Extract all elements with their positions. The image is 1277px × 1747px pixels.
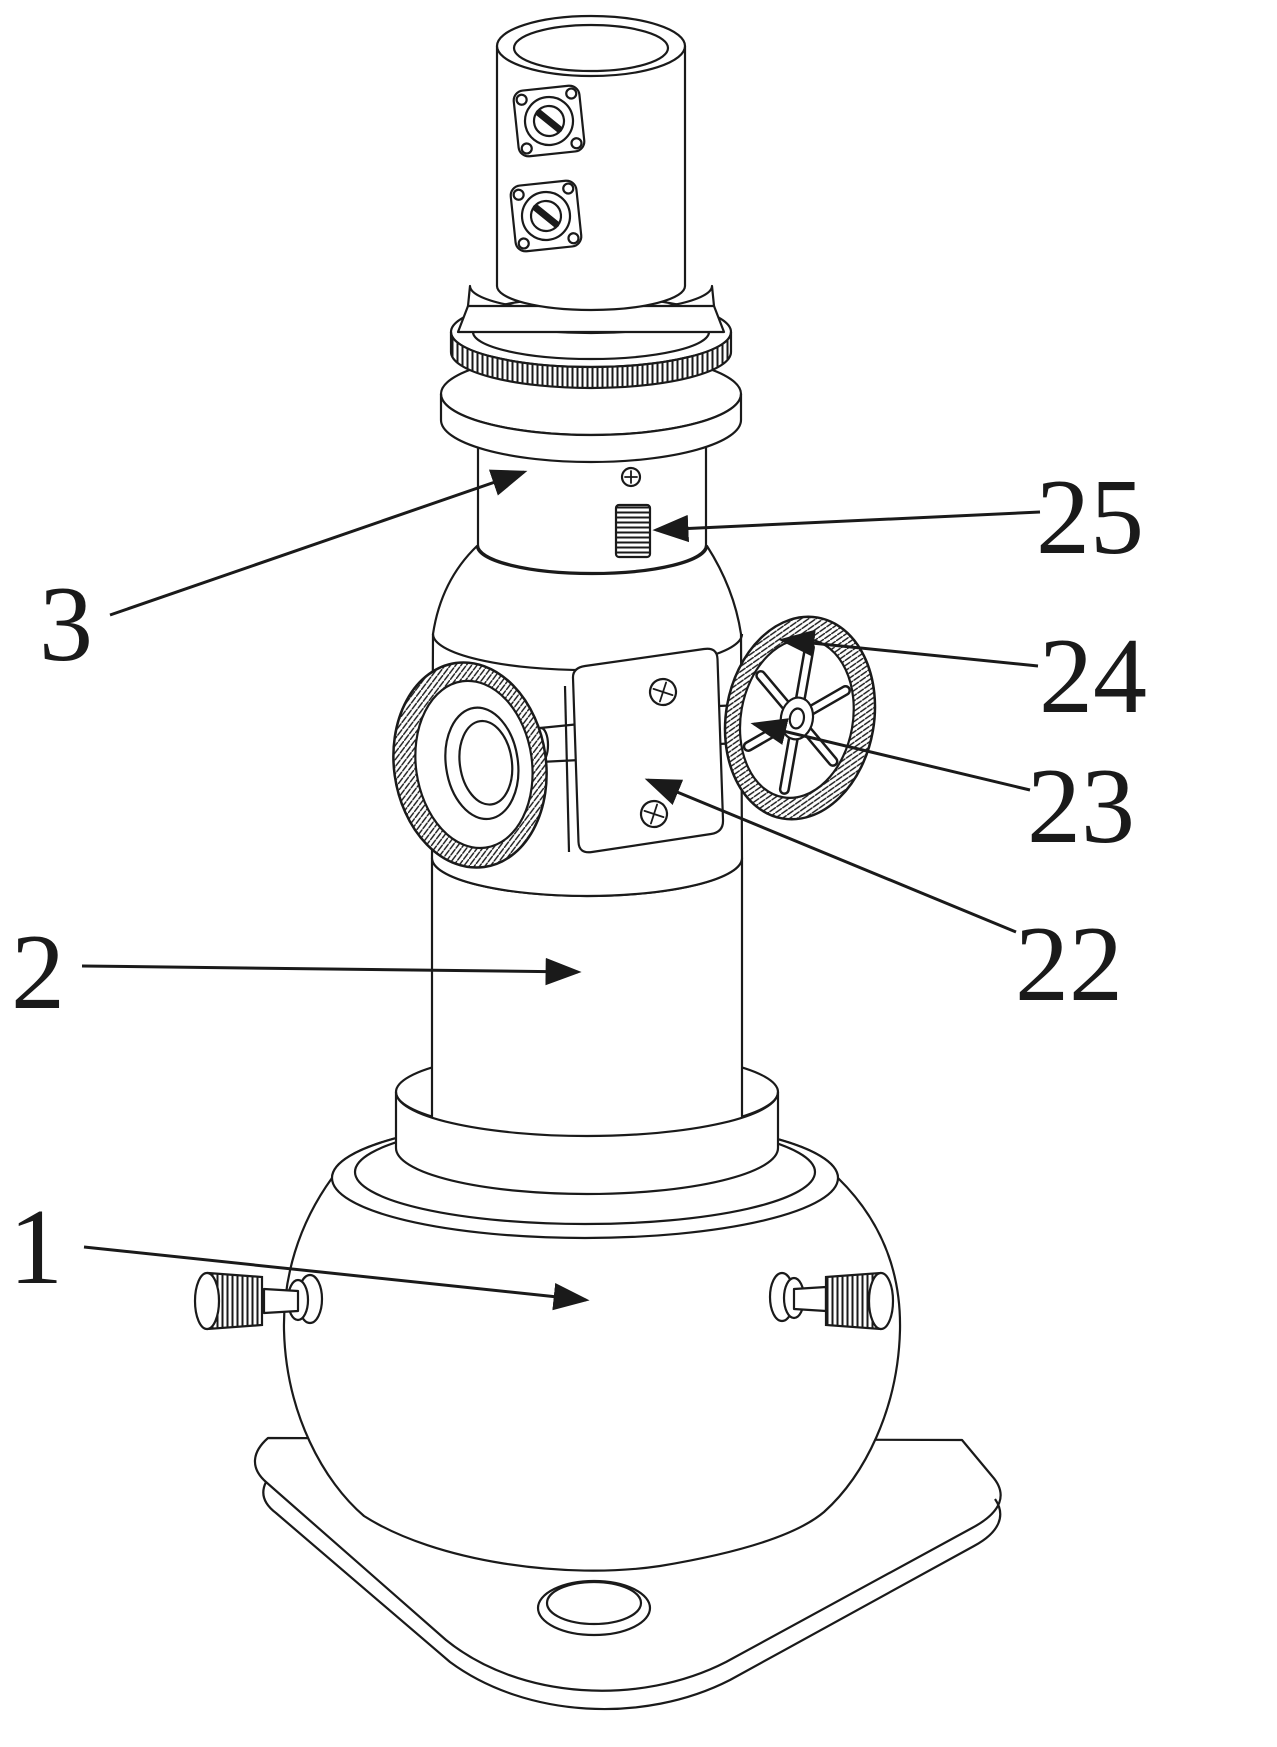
connector-lower: [509, 179, 583, 253]
leader-line-3: [109, 469, 528, 617]
lower-tube: [394, 856, 780, 1196]
leader-lines: [81, 469, 1041, 1311]
callout-label-3: 3: [39, 565, 93, 684]
leader-line-23: [750, 718, 1031, 792]
callout-label-1: 1: [9, 1188, 63, 1307]
leader-line-25: [652, 510, 1041, 543]
callout-label-22: 22: [1015, 905, 1123, 1024]
focus-knob-left: [392, 661, 548, 869]
callout-labels: 3 25 24 23 22 2 1: [9, 458, 1147, 1307]
callout-label-23: 23: [1027, 747, 1135, 866]
collar: [456, 284, 726, 335]
bracket-screw-top: [648, 677, 678, 707]
leader-line-1: [83, 1245, 590, 1311]
focus-bracket: [563, 647, 725, 854]
eyepiece-cylinder: [495, 14, 687, 312]
connector-upper: [512, 84, 586, 158]
callout-label-2: 2: [11, 913, 65, 1032]
thumb-screw-left: [193, 1271, 324, 1331]
fixing-screw-small: [620, 466, 642, 488]
set-screw-25: [614, 503, 652, 559]
callout-label-25: 25: [1036, 458, 1144, 577]
leader-line-2: [81, 957, 582, 986]
base-plate-hole: [536, 1579, 652, 1637]
callout-label-24: 24: [1039, 617, 1147, 736]
thumb-screw-right: [768, 1271, 895, 1331]
leader-line-24: [778, 629, 1039, 668]
leader-line-22: [644, 778, 1017, 934]
